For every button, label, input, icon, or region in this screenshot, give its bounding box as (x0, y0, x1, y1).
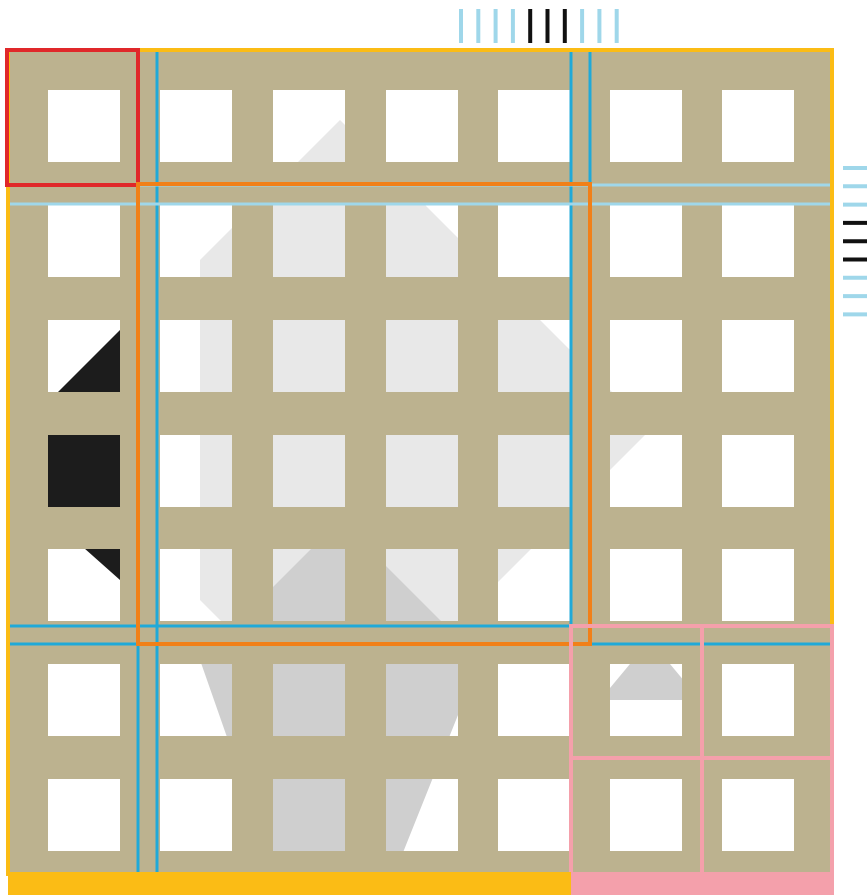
bottom-bar-pink (571, 872, 834, 895)
bottom-bar-yellow (8, 872, 571, 895)
